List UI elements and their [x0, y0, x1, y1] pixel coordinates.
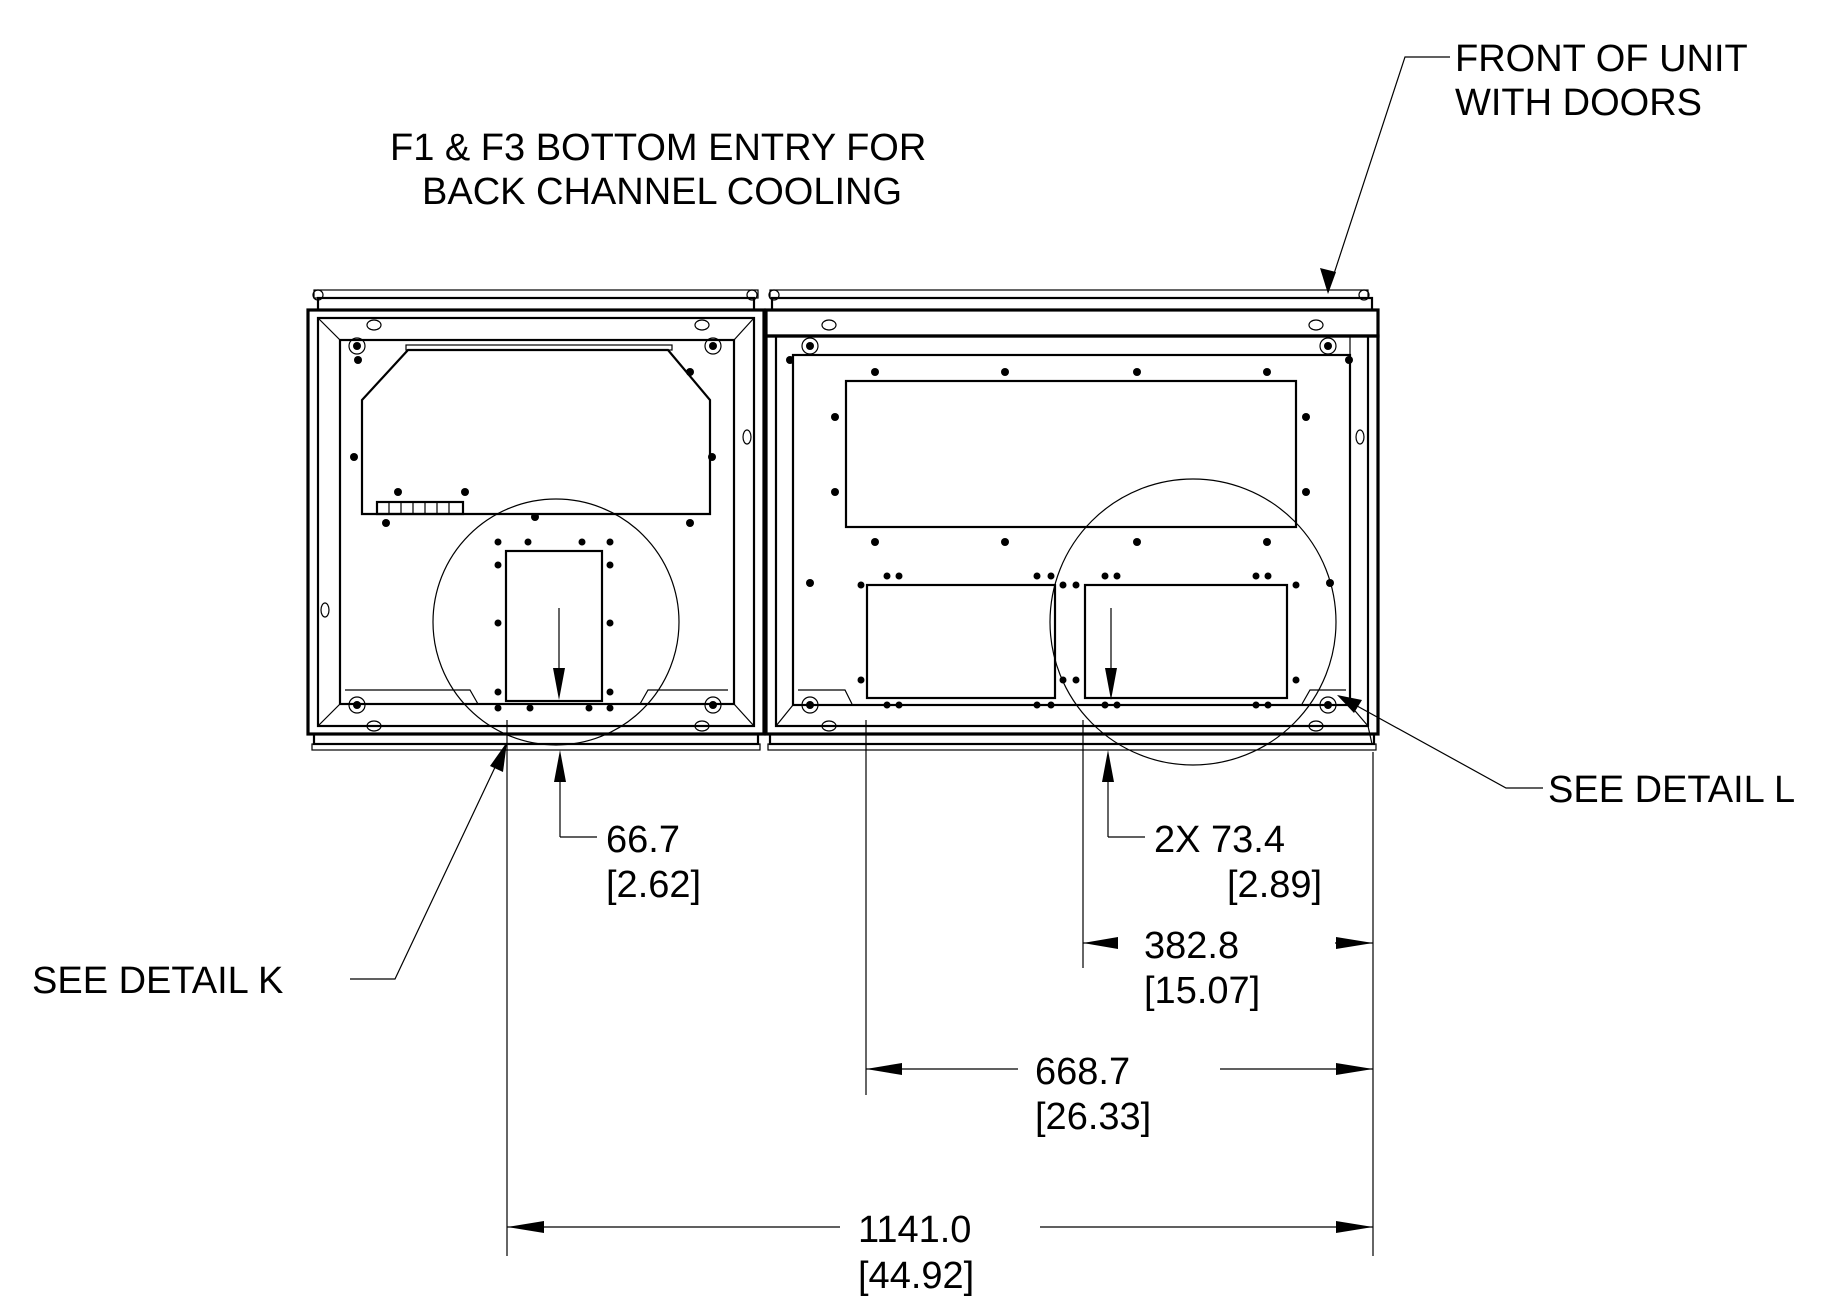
dim-382-8-in: [15.07] — [1144, 970, 1260, 1012]
dim-1141-0-in: [44.92] — [858, 1255, 974, 1297]
dim-668-7-in: [26.33] — [1035, 1096, 1151, 1138]
title-line-1: F1 & F3 BOTTOM ENTRY FOR — [390, 127, 926, 169]
front-leader-line — [1327, 56, 1450, 293]
dimension-66-7 — [554, 750, 597, 838]
right-cabinet — [764, 289, 1380, 751]
dim-66-7-mm: 66.7 — [606, 819, 680, 861]
detail-l-leader — [1338, 695, 1543, 789]
dim-668-7-mm: 668.7 — [1035, 1051, 1130, 1093]
dim-73-4-in: [2.89] — [1227, 864, 1322, 906]
dimension-1141-0 — [507, 1221, 1373, 1233]
detail-k-label: SEE DETAIL K — [32, 960, 283, 1002]
dim-66-7-in: [2.62] — [606, 864, 701, 906]
detail-l-circle — [1049, 478, 1337, 766]
dimension-73-4 — [1102, 750, 1145, 838]
front-leader-arrowhead — [1320, 268, 1336, 294]
dim-73-4-mm: 2X 73.4 — [1154, 819, 1285, 861]
dim-382-8-mm: 382.8 — [1144, 925, 1239, 967]
dimension-668-7 — [866, 1063, 1373, 1075]
dim-1141-0-mm: 1141.0 — [858, 1209, 971, 1251]
detail-k-arrowhead — [490, 742, 507, 772]
dimension-382-8 — [1083, 937, 1373, 949]
left-cabinet — [306, 289, 766, 751]
detail-k-leader — [350, 743, 507, 980]
front-callout-line-2: WITH DOORS — [1455, 82, 1702, 124]
detail-l-arrowhead — [1337, 695, 1362, 713]
detail-l-label: SEE DETAIL L — [1548, 769, 1795, 811]
front-callout-line-1: FRONT OF UNIT — [1455, 38, 1748, 80]
detail-k-circle — [432, 498, 680, 746]
title-line-2: BACK CHANNEL COOLING — [422, 171, 902, 213]
